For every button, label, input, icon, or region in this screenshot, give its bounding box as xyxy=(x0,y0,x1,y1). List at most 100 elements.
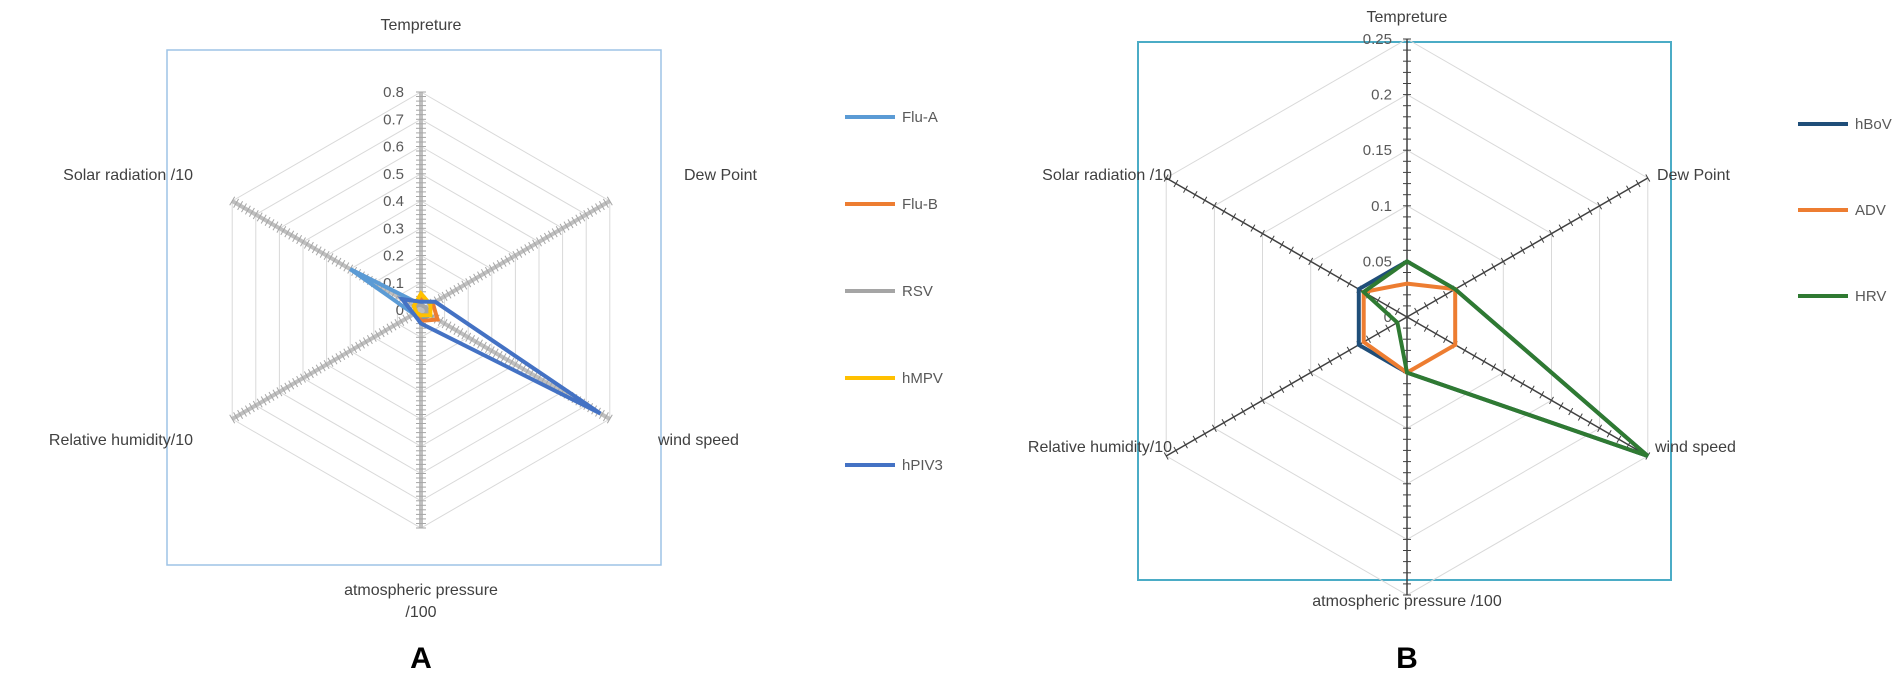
axis-tick-mark xyxy=(311,244,318,254)
axis-tick-mark xyxy=(1288,246,1294,254)
axis-tick-mark xyxy=(229,196,236,206)
axis-tick-mark xyxy=(339,260,346,270)
axis-tick-mark xyxy=(602,412,609,422)
axis-tick-mark xyxy=(1539,391,1545,399)
axis-tick-mark xyxy=(1577,413,1583,421)
axis-tick-mark xyxy=(241,407,247,417)
axis-tick-mark xyxy=(1385,302,1391,310)
axis-tick-mark xyxy=(229,414,236,424)
axis-tick-mark xyxy=(520,246,527,256)
axis-tick-mark xyxy=(355,341,362,351)
axis-tick-mark xyxy=(504,355,511,365)
axis-tick-mark xyxy=(488,264,495,274)
radial-tick-label: 0.25 xyxy=(1363,31,1392,48)
axis-tick-mark xyxy=(477,339,483,349)
axis-tick-mark xyxy=(1471,352,1477,360)
axis-label: Tempreture xyxy=(381,17,462,34)
axis-tick-mark xyxy=(1616,190,1622,199)
axis-tick-mark xyxy=(256,398,263,408)
axis-tick-mark xyxy=(268,391,275,401)
axis-tick-mark xyxy=(292,378,299,388)
axis-tick-mark xyxy=(256,212,263,222)
axis-tick-mark xyxy=(1394,307,1400,316)
axis-tick-mark xyxy=(480,269,487,279)
axis-tick-mark xyxy=(241,203,247,213)
axis-tick-mark xyxy=(370,332,377,342)
axis-tick-mark xyxy=(284,228,291,238)
axis-tick-mark xyxy=(327,253,334,263)
axis-tick-mark xyxy=(1221,418,1227,427)
axis-tick-mark xyxy=(484,344,491,354)
axis-tick-mark xyxy=(237,409,244,420)
axis-tick-mark xyxy=(1568,407,1574,416)
axis-tick-mark xyxy=(1500,257,1506,266)
axis-tick-mark xyxy=(276,223,283,233)
axis-tick-mark xyxy=(469,275,476,286)
radial-tick-label: 0.05 xyxy=(1363,253,1392,270)
axis-tick-mark xyxy=(1221,207,1227,216)
axis-tick-mark xyxy=(233,198,240,208)
panel-label: B xyxy=(1396,642,1418,675)
series-HRV xyxy=(1360,259,1650,458)
axis-tick-mark xyxy=(268,219,275,229)
axis-tick-mark xyxy=(252,400,259,410)
axis-tick-mark xyxy=(555,225,562,236)
axis-tick-mark xyxy=(260,214,267,224)
plot-area-frame xyxy=(166,49,662,566)
axis-tick-mark xyxy=(1558,224,1564,232)
axis-tick-mark xyxy=(1520,246,1526,254)
axis-tick-mark xyxy=(1529,241,1535,249)
axis-tick-mark xyxy=(339,350,346,360)
axis-tick-mark xyxy=(1337,352,1343,360)
axis-tick-mark xyxy=(264,216,271,227)
axis-tick-mark xyxy=(1385,324,1391,332)
axis-tick-mark xyxy=(595,203,601,213)
axis-label: Solar radiation /10 xyxy=(63,167,193,184)
axis-tick-mark xyxy=(496,260,503,270)
axis-tick-mark xyxy=(327,357,334,367)
axis-tick-mark xyxy=(477,271,483,281)
radial-tick-label: 0.5 xyxy=(383,166,404,183)
axis-tick-mark xyxy=(575,214,582,224)
axis-tick-mark xyxy=(551,228,558,238)
axis-tick-mark xyxy=(382,325,389,336)
axis-tick-mark xyxy=(378,328,385,338)
axis-label: wind speed xyxy=(1654,439,1736,456)
axis-tick-mark xyxy=(473,337,480,347)
axis-tick-mark xyxy=(303,371,310,381)
radial-tick-label: 0.2 xyxy=(383,248,404,265)
axis-tick-mark xyxy=(1606,196,1612,204)
axis-tick-mark xyxy=(512,359,519,370)
axis-tick-mark xyxy=(1491,363,1497,371)
axis-tick-mark xyxy=(1260,229,1265,238)
axis-tick-mark xyxy=(1250,224,1256,232)
legend-label: Flu-A xyxy=(902,109,938,126)
panel-label: A xyxy=(410,642,432,675)
axis-tick-mark xyxy=(1558,402,1564,410)
axis-tick-mark xyxy=(449,323,456,333)
axis-tick-mark xyxy=(1183,441,1188,449)
axis-tick-mark xyxy=(335,257,342,267)
axis-tick-mark xyxy=(441,291,448,301)
axis-tick-mark xyxy=(1635,179,1641,188)
axis-tick-mark xyxy=(1173,446,1179,455)
axis-tick-mark xyxy=(508,253,515,263)
axis-tick-mark xyxy=(591,205,598,215)
axis-tick-mark xyxy=(1279,241,1285,249)
axis-tick-mark xyxy=(248,403,255,413)
axis-tick-mark xyxy=(280,225,287,236)
axis-label: Relative humidity/10 xyxy=(1028,439,1172,456)
axis-tick-mark xyxy=(315,246,322,256)
axis-tick-mark xyxy=(1250,402,1256,410)
axis-tick-mark xyxy=(331,255,338,265)
axis-tick-mark xyxy=(441,319,448,329)
axis-tick-mark xyxy=(1260,396,1265,405)
axis-tick-mark xyxy=(1308,257,1314,266)
axis-tick-mark xyxy=(284,382,291,392)
axis-tick-mark xyxy=(579,212,586,222)
axis-tick-mark xyxy=(1481,268,1487,277)
axis-tick-mark xyxy=(1288,380,1294,388)
axis-tick-mark xyxy=(1308,368,1314,377)
